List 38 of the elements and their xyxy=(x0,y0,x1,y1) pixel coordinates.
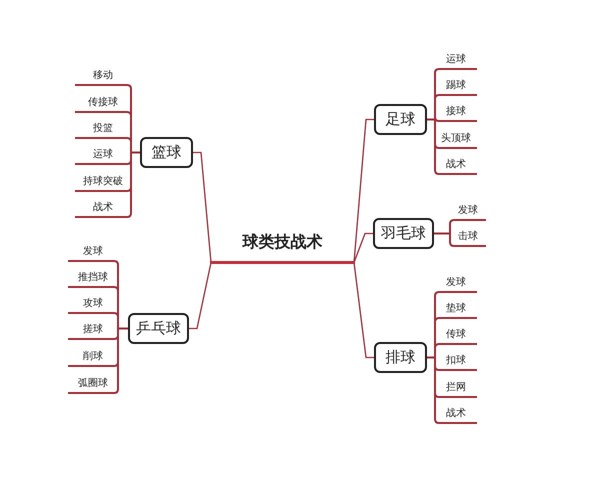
subtopic-label: 削球 xyxy=(68,349,118,366)
subtopic-label: 击球 xyxy=(450,229,486,246)
subtopic-label: 推挡球 xyxy=(68,270,118,287)
subtopic-label: 战术 xyxy=(75,200,131,217)
connector-line xyxy=(353,232,373,263)
subtopic-label: 搓球 xyxy=(68,322,118,339)
subtopic-label: 拦网 xyxy=(435,380,477,397)
connector-line xyxy=(193,152,212,263)
subtopic-label: 投篮 xyxy=(75,121,131,138)
subtopic-label: 发球 xyxy=(450,203,486,220)
subtopic-label: 头顶球 xyxy=(435,131,477,148)
topic-box: 足球 xyxy=(374,104,427,135)
connector-line xyxy=(427,356,477,424)
subtopic-label: 踢球 xyxy=(435,78,477,95)
connector-line xyxy=(427,118,477,175)
subtopic-label: 接球 xyxy=(435,104,477,121)
subtopic-label: 运球 xyxy=(435,52,477,69)
connector-line xyxy=(189,262,212,330)
subtopic-label: 发球 xyxy=(435,275,477,292)
topic-box: 乒乓球 xyxy=(128,313,189,344)
subtopic-label: 持球突破 xyxy=(75,174,131,191)
subtopic-label: 弧圈球 xyxy=(68,376,118,393)
topic-box: 排球 xyxy=(374,342,427,373)
subtopic-label: 攻球 xyxy=(68,296,118,313)
subtopic-label: 垫球 xyxy=(435,301,477,318)
subtopic-label: 战术 xyxy=(435,406,477,423)
subtopic-label: 运球 xyxy=(75,147,131,164)
subtopic-label: 传球 xyxy=(435,327,477,344)
subtopic-label: 发球 xyxy=(68,244,118,261)
subtopic-label: 战术 xyxy=(435,157,477,174)
topic-box: 篮球 xyxy=(140,137,193,168)
connector-line xyxy=(353,262,374,358)
subtopic-label: 扣球 xyxy=(435,353,477,370)
connector-line xyxy=(353,118,374,263)
subtopic-label: 移动 xyxy=(75,68,131,85)
topic-title: 球类技战术 xyxy=(210,222,355,264)
subtopic-label: 传接球 xyxy=(75,95,131,112)
topic-box: 羽毛球 xyxy=(373,218,434,249)
